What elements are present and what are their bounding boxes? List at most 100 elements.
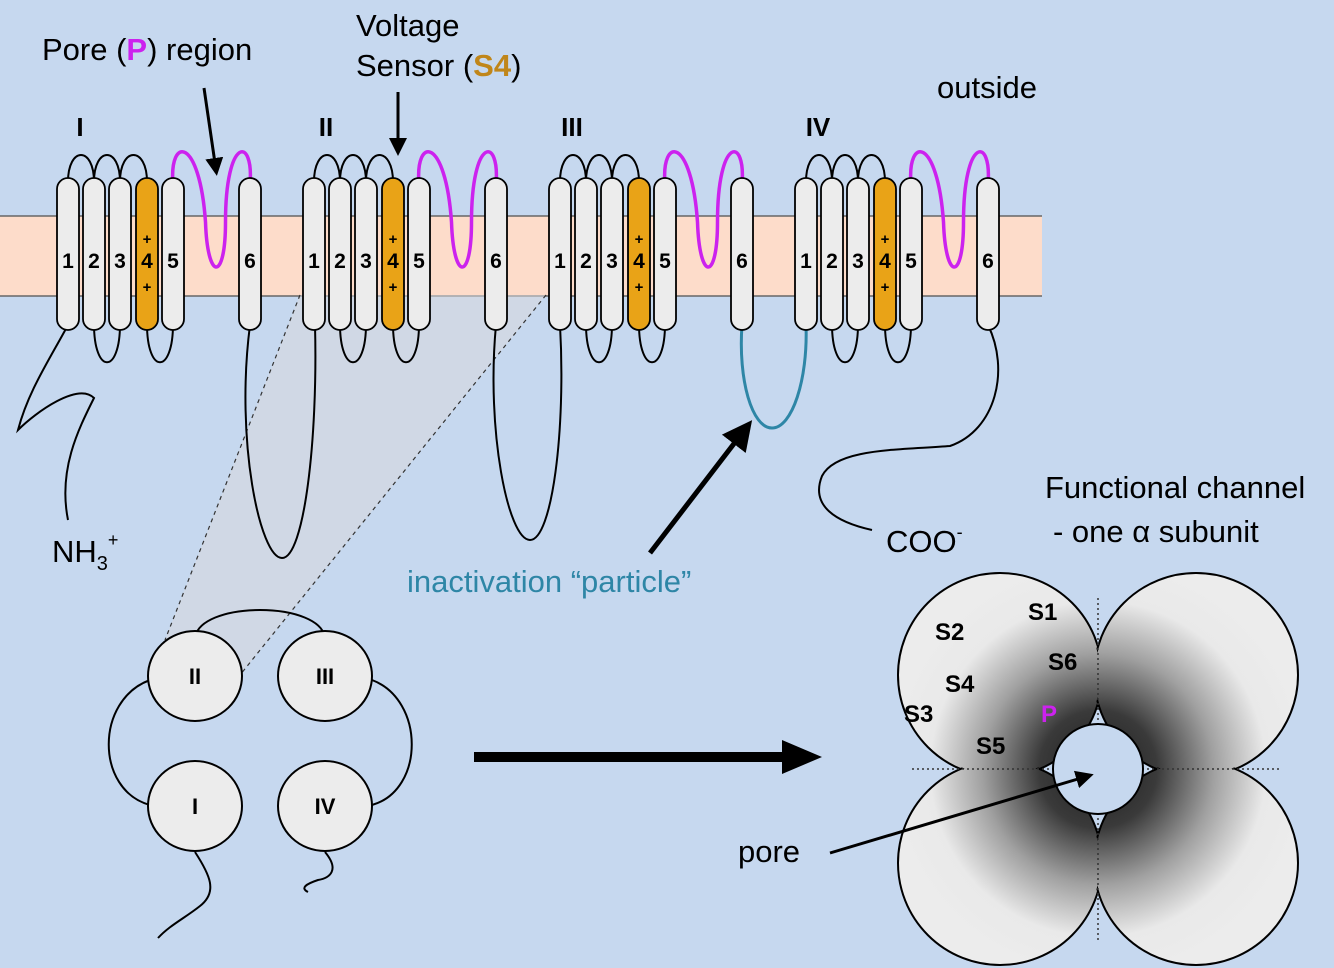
segment-s5-label: S5 (976, 733, 1005, 760)
segment-s4-label: S4 (945, 671, 975, 698)
extracellular-loop (339, 154, 367, 183)
pore-loop (170, 150, 253, 269)
helix-number: 5 (167, 250, 179, 273)
helix-s6 (484, 177, 508, 331)
pore-label: pore (738, 834, 800, 869)
helix-number: 1 (554, 250, 566, 273)
assembly-tail-left (157, 851, 212, 939)
nh3-label: NH3+ (52, 530, 118, 575)
helix-s5 (407, 177, 431, 331)
helix-number: 4 (879, 250, 891, 273)
inactivation-loop (739, 324, 808, 430)
helix-number: 6 (982, 250, 994, 273)
assembly-label-IV: IV (315, 794, 336, 819)
intracellular-loop (392, 323, 420, 364)
charge-plus: + (389, 279, 398, 296)
pore-label-arrow (829, 770, 1094, 855)
assembly-domain-IV (277, 760, 373, 852)
helix-s1 (794, 177, 818, 331)
intracellular-loop (638, 323, 666, 364)
helix-s3 (600, 177, 624, 331)
charge-plus: + (389, 231, 398, 248)
helix-s3 (846, 177, 870, 331)
extracellular-loop (585, 154, 613, 183)
helix-number: 1 (800, 250, 812, 273)
pore-opening (1052, 723, 1144, 815)
extracellular-loop (93, 154, 121, 183)
assembly-link-II-III (194, 609, 326, 641)
extracellular-loop (831, 154, 859, 183)
segment-p-label: P (1041, 701, 1057, 728)
assembly-tail-right (303, 851, 334, 893)
coo-label: COO- (886, 522, 963, 559)
pore-loop (908, 150, 991, 269)
helix-number: 5 (905, 250, 917, 273)
helix-number: 3 (852, 250, 864, 273)
helix-number: 3 (114, 250, 126, 273)
intracellular-loop (93, 323, 121, 364)
helix-number: 4 (387, 250, 399, 273)
helix-number: 6 (490, 250, 502, 273)
helix-s2 (574, 177, 598, 331)
linker-I-II (244, 324, 317, 560)
helix-s5 (653, 177, 677, 331)
helix-s3 (108, 177, 132, 331)
charge-plus: + (143, 231, 152, 248)
projection-line-right (239, 294, 547, 676)
extracellular-loop (119, 154, 148, 183)
inactivation-label: inactivation “particle” (407, 564, 691, 599)
pore-loop (662, 150, 745, 269)
helix-s6 (976, 177, 1000, 331)
helix-number: 1 (62, 250, 74, 273)
helix-s5 (161, 177, 185, 331)
intracellular-loop (339, 323, 367, 364)
assembly-domain-I (147, 760, 243, 852)
pore-arrow (202, 87, 224, 176)
helix-s1 (548, 177, 572, 331)
domain-label: II (319, 112, 333, 142)
assembly-domain-III (277, 630, 373, 722)
helix-s5 (899, 177, 923, 331)
voltage-sensor-label-line1: Voltage (356, 8, 459, 43)
helix-number: 6 (736, 250, 748, 273)
extracellular-loop (365, 154, 394, 183)
projection-line-left (164, 294, 301, 641)
helix-s1 (56, 177, 80, 331)
charge-plus: + (635, 231, 644, 248)
domain-label: I (76, 112, 83, 142)
segment-s6-label: S6 (1048, 649, 1077, 676)
assembly-arrow-head (782, 740, 822, 774)
intracellular-loop (884, 323, 912, 364)
helix-number: 3 (606, 250, 618, 273)
helix-number: 2 (88, 250, 100, 273)
intracellular-loop (146, 323, 174, 364)
helix-number: 2 (826, 250, 838, 273)
helix-number: 5 (659, 250, 671, 273)
functional-channel-label-line1: Functional channel (1045, 470, 1305, 505)
projection-wedge (165, 295, 546, 675)
helix-number: 2 (334, 250, 346, 273)
c-terminus (818, 324, 1000, 531)
helix-number: 2 (580, 250, 592, 273)
segment-s2-label: S2 (935, 619, 964, 646)
helix-s2 (82, 177, 106, 331)
extracellular-loop (611, 154, 640, 183)
helix-number: 3 (360, 250, 372, 273)
domain-label: IV (806, 112, 831, 142)
charge-plus: + (881, 279, 890, 296)
helix-number: 4 (633, 250, 645, 273)
domain-label: III (561, 112, 583, 142)
functional-channel (897, 572, 1299, 966)
assembly-label-II: II (189, 664, 201, 689)
helix-number: 1 (308, 250, 320, 273)
assembly-label-I: I (192, 794, 198, 819)
helix-number: 4 (141, 250, 153, 273)
helix-s1 (302, 177, 326, 331)
inactivation-arrow (648, 420, 753, 555)
helix-s2 (328, 177, 352, 331)
extracellular-loop (313, 154, 341, 183)
